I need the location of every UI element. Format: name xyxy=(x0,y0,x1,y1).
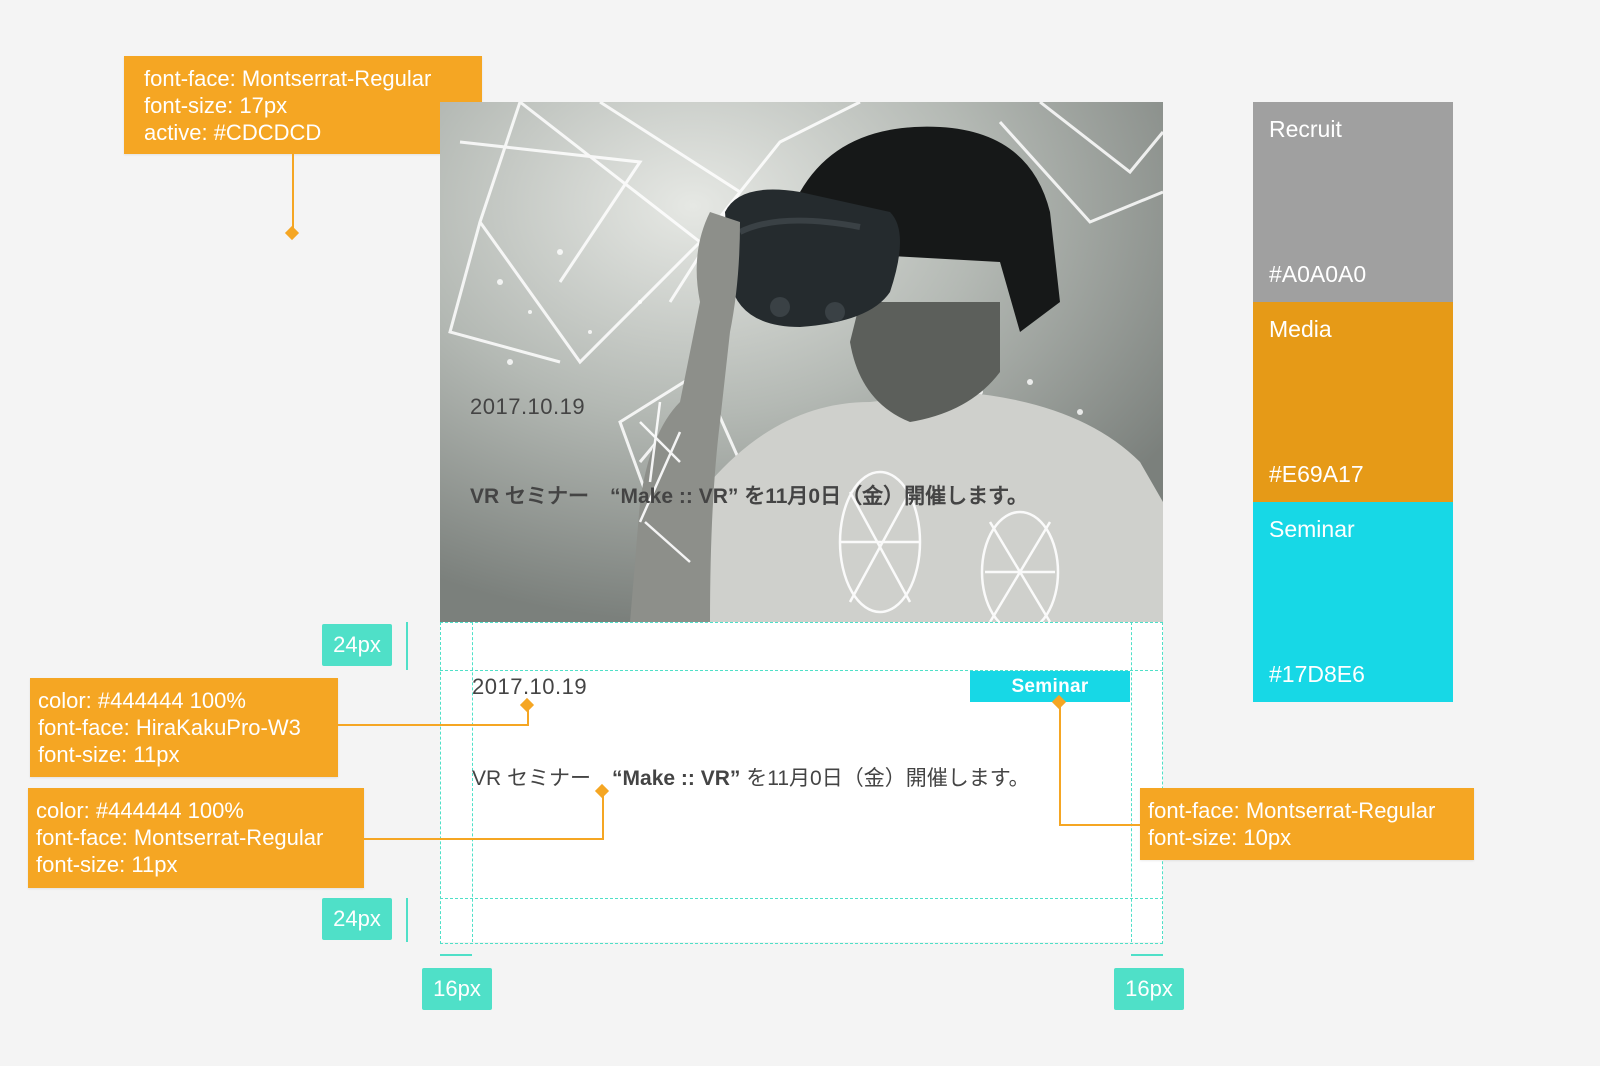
left-padding-badge: 16px xyxy=(422,968,492,1010)
category-tag[interactable]: Seminar xyxy=(970,671,1130,702)
swatch-name: Recruit xyxy=(1269,116,1342,142)
callout-line: color: #444444 100% xyxy=(36,798,244,823)
swatch-hex: #E69A17 xyxy=(1269,461,1364,487)
swatch-hex: #A0A0A0 xyxy=(1269,261,1367,287)
swatch-seminar: Seminar #17D8E6 xyxy=(1253,502,1453,702)
callout-leader-line xyxy=(527,706,529,726)
callout-line: font-size: 17px xyxy=(144,93,288,118)
right-padding-guide xyxy=(1131,622,1132,942)
hero-photo: 2017.10.19 VR セミナー “Make :: VR” を11月0日（金… xyxy=(440,102,1163,622)
swatch-recruit: Recruit #A0A0A0 xyxy=(1253,102,1453,302)
swatch-name: Media xyxy=(1269,316,1332,342)
callout-leader-line xyxy=(364,838,604,840)
callout-leader-line xyxy=(1059,824,1141,826)
left-padding-guide xyxy=(472,622,473,942)
bottom-padding-bracket xyxy=(406,898,408,942)
right-padding-badge: 16px xyxy=(1114,968,1184,1010)
callout-line: font-face: Montserrat-Regular xyxy=(1148,798,1436,823)
top-padding-badge: 24px xyxy=(322,624,392,666)
callout-line: font-face: Montserrat-Regular xyxy=(36,825,324,850)
vr-headset-photo-illustration xyxy=(440,102,1163,622)
photo-overlay-date: 2017.10.19 xyxy=(470,394,586,419)
top-padding-guide xyxy=(440,670,1163,671)
right-padding-bracket xyxy=(1131,954,1163,956)
callout-line: font-size: 10px xyxy=(1148,825,1292,850)
card-outer-guide xyxy=(440,622,1163,944)
card-date: 2017.10.19 xyxy=(472,674,588,699)
callout-leader-line xyxy=(338,724,528,726)
title-font-spec-callout: color: #444444 100% font-face: Montserra… xyxy=(28,788,364,888)
swatch-media: Media #E69A17 xyxy=(1253,302,1453,502)
top-padding-bracket xyxy=(406,622,408,670)
date-font-spec-callout: color: #444444 100% font-face: HiraKakuP… xyxy=(30,678,338,777)
callout-leader-line xyxy=(292,154,294,228)
nav-font-spec-callout: font-face: Montserrat-Regular font-size:… xyxy=(124,56,482,154)
callout-line: font-size: 11px xyxy=(38,742,180,767)
callout-anchor-marker xyxy=(284,225,300,241)
callout-leader-line xyxy=(602,794,604,840)
card-title[interactable]: VR セミナー “Make :: VR” を11月0日（金）開催します。 xyxy=(472,762,1030,792)
callout-line: active: #CDCDCD xyxy=(144,120,322,145)
swatch-name: Seminar xyxy=(1269,516,1355,542)
card-title-event-name: “Make :: VR” xyxy=(612,767,741,790)
card-title-prefix: VR セミナー xyxy=(472,767,592,790)
callout-leader-line xyxy=(1059,704,1061,826)
left-padding-bracket xyxy=(440,954,472,956)
callout-line: font-face: Montserrat-Regular xyxy=(144,66,432,91)
callout-line: font-size: 11px xyxy=(36,852,178,877)
photo-overlay-title: VR セミナー “Make :: VR” を11月0日（金）開催します。 xyxy=(470,485,1028,508)
card-title-suffix: を11月0日（金）開催します。 xyxy=(740,767,1030,790)
callout-line: font-face: HiraKakuPro-W3 xyxy=(38,715,301,740)
bottom-padding-badge: 24px xyxy=(322,898,392,940)
swatch-hex: #17D8E6 xyxy=(1269,661,1365,687)
tag-font-spec-callout: font-face: Montserrat-Regular font-size:… xyxy=(1140,788,1474,860)
callout-line: color: #444444 100% xyxy=(38,688,246,713)
bottom-padding-guide xyxy=(440,898,1163,899)
